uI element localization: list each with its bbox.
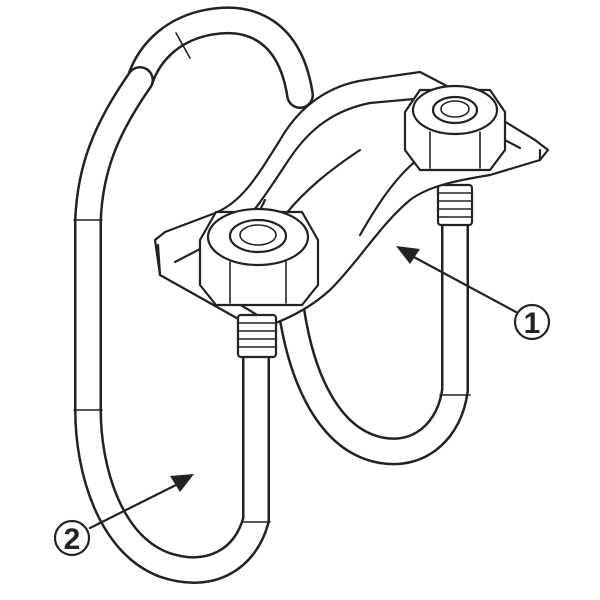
callout-1: 1 bbox=[396, 246, 551, 341]
callout-2-leader bbox=[88, 482, 180, 530]
rear-nut bbox=[403, 84, 507, 172]
front-thread bbox=[236, 313, 278, 359]
callout-1-arrowhead bbox=[396, 246, 420, 264]
u-bolt-front bbox=[73, 32, 271, 584]
callout-2-number: 2 bbox=[64, 523, 81, 556]
callout-1-number: 1 bbox=[524, 307, 541, 340]
callout-2-arrowhead bbox=[170, 474, 194, 492]
u-bolt-back-loop bbox=[126, 6, 471, 466]
callout-1-circle bbox=[513, 303, 551, 341]
front-nut bbox=[198, 207, 320, 307]
rear-thread bbox=[436, 183, 474, 227]
callout-2: 2 bbox=[53, 474, 194, 557]
callout-2-circle bbox=[53, 519, 91, 557]
callout-1-leader bbox=[410, 254, 518, 314]
